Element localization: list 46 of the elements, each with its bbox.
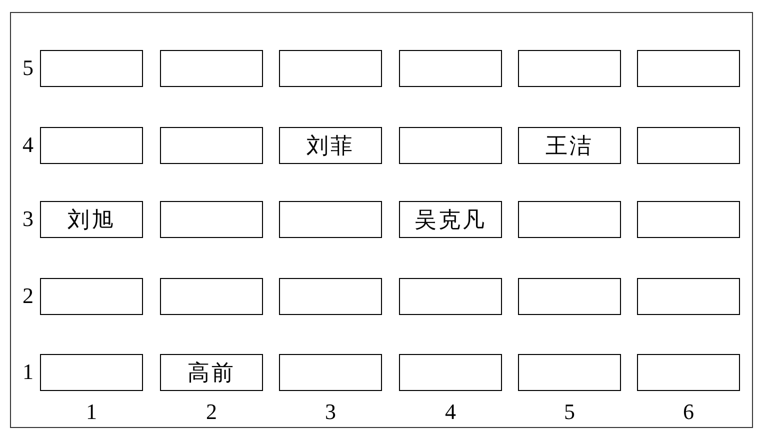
seat-box [40, 354, 143, 391]
seat-box [160, 278, 263, 315]
seat-box [399, 278, 502, 315]
seat-box [518, 127, 621, 164]
seat-box [399, 201, 502, 238]
name-text: 吴克凡 [414, 208, 486, 230]
seat-box [40, 50, 143, 87]
seat-box [637, 127, 740, 164]
seat-box [40, 201, 143, 238]
seat-box [160, 354, 263, 391]
seat-box [637, 278, 740, 315]
seat-box [279, 354, 382, 391]
name-text: 刘旭 [68, 208, 116, 230]
name-text: 王洁 [546, 134, 594, 156]
row-number: 3 [22, 205, 34, 233]
seat-box [637, 354, 740, 391]
seat-box [160, 201, 263, 238]
row-number: 1 [22, 358, 34, 386]
seat-box [160, 127, 263, 164]
column-number: 2 [205, 398, 218, 426]
seat-box [399, 354, 502, 391]
seat-box [279, 50, 382, 87]
seat-box [518, 278, 621, 315]
row-number: 2 [22, 282, 34, 310]
seat-box [399, 50, 502, 87]
column-number: 1 [85, 398, 98, 426]
name-text: 刘菲 [306, 134, 354, 156]
row-number: 4 [22, 131, 34, 159]
seat-box [518, 50, 621, 87]
seat-box [518, 354, 621, 391]
seat-box [279, 278, 382, 315]
row-number: 5 [22, 54, 34, 82]
column-number: 4 [444, 398, 457, 426]
seat-box [160, 50, 263, 87]
seat-box [637, 50, 740, 87]
seat-box [279, 127, 382, 164]
seat-box [518, 201, 621, 238]
column-number: 3 [324, 398, 337, 426]
seat-box [637, 201, 740, 238]
seat-box [40, 127, 143, 164]
column-number: 6 [682, 398, 695, 426]
name-text: 高前 [188, 362, 236, 384]
seat-box [399, 127, 502, 164]
seat-box [279, 201, 382, 238]
seat-box [40, 278, 143, 315]
column-number: 5 [563, 398, 576, 426]
